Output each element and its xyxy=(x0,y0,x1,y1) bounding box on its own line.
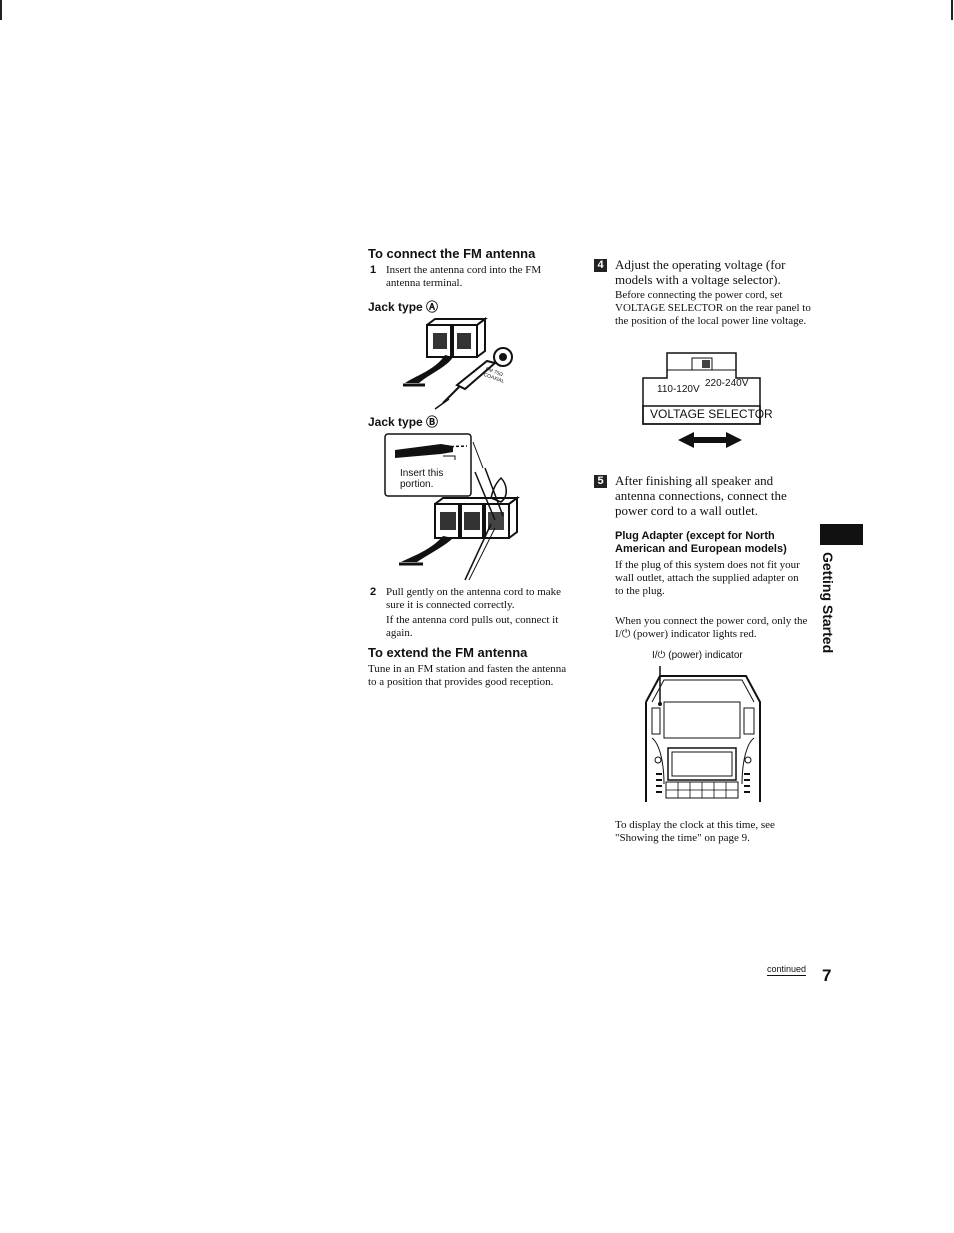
step2-note: If the antenna cord pulls out, connect i… xyxy=(386,614,559,639)
page-number: 7 xyxy=(822,966,832,985)
continued-label: continued xyxy=(767,964,807,976)
voltage-selector-label: VOLTAGE SELECTOR xyxy=(650,407,773,421)
step5-text: After finishing all speaker and antenna … xyxy=(615,473,787,518)
power-indicator-text: When you connect the power cord, only th… xyxy=(615,615,808,640)
jack-b-illustration xyxy=(384,433,520,581)
section-tab-marker xyxy=(820,524,863,545)
extend-fm-heading: To extend the FM antenna xyxy=(368,645,528,660)
connect-fm-heading: To connect the FM antenna xyxy=(368,246,536,261)
jack-type-a-label: Jack type Ⓐ xyxy=(368,300,439,314)
step2-text: Pull gently on the antenna cord to make … xyxy=(386,586,562,611)
plug-adapter-text: If the plug of this system does not fit … xyxy=(615,559,800,597)
voltage-high-label: 220-240V xyxy=(705,378,749,389)
voltage-low-label: 110-120V xyxy=(657,384,700,395)
page-edge-mark-left xyxy=(0,0,2,20)
step2-number: 2 xyxy=(370,586,377,598)
jack-a-illustration xyxy=(403,317,513,410)
jack-type-b-label: Jack type Ⓑ xyxy=(368,415,439,429)
step5-number-box: 5 xyxy=(594,475,607,488)
plug-adapter-heading: Plug Adapter (except for North American … xyxy=(615,530,787,555)
step4-note: Before connecting the power cord, set VO… xyxy=(615,289,811,327)
clock-text: To display the clock at this time, see "… xyxy=(615,819,775,844)
step1-number: 1 xyxy=(370,264,377,276)
step1-text: Insert the antenna cord into the FM ante… xyxy=(386,264,542,289)
step4-text: Adjust the operating voltage (for models… xyxy=(615,257,786,287)
insert-portion-label: Insert this portion. xyxy=(400,468,444,490)
stereo-unit-illustration xyxy=(645,666,761,802)
section-tab-getting-started: Getting Started xyxy=(820,552,836,654)
extend-fm-text: Tune in an FM station and fasten the ant… xyxy=(368,663,567,688)
page-edge-mark-right xyxy=(951,0,953,20)
voltage-selector-illustration xyxy=(642,352,761,448)
power-indicator-label: I/⏻ (power) indicator xyxy=(652,650,743,661)
step4-number-box: 4 xyxy=(594,259,607,272)
